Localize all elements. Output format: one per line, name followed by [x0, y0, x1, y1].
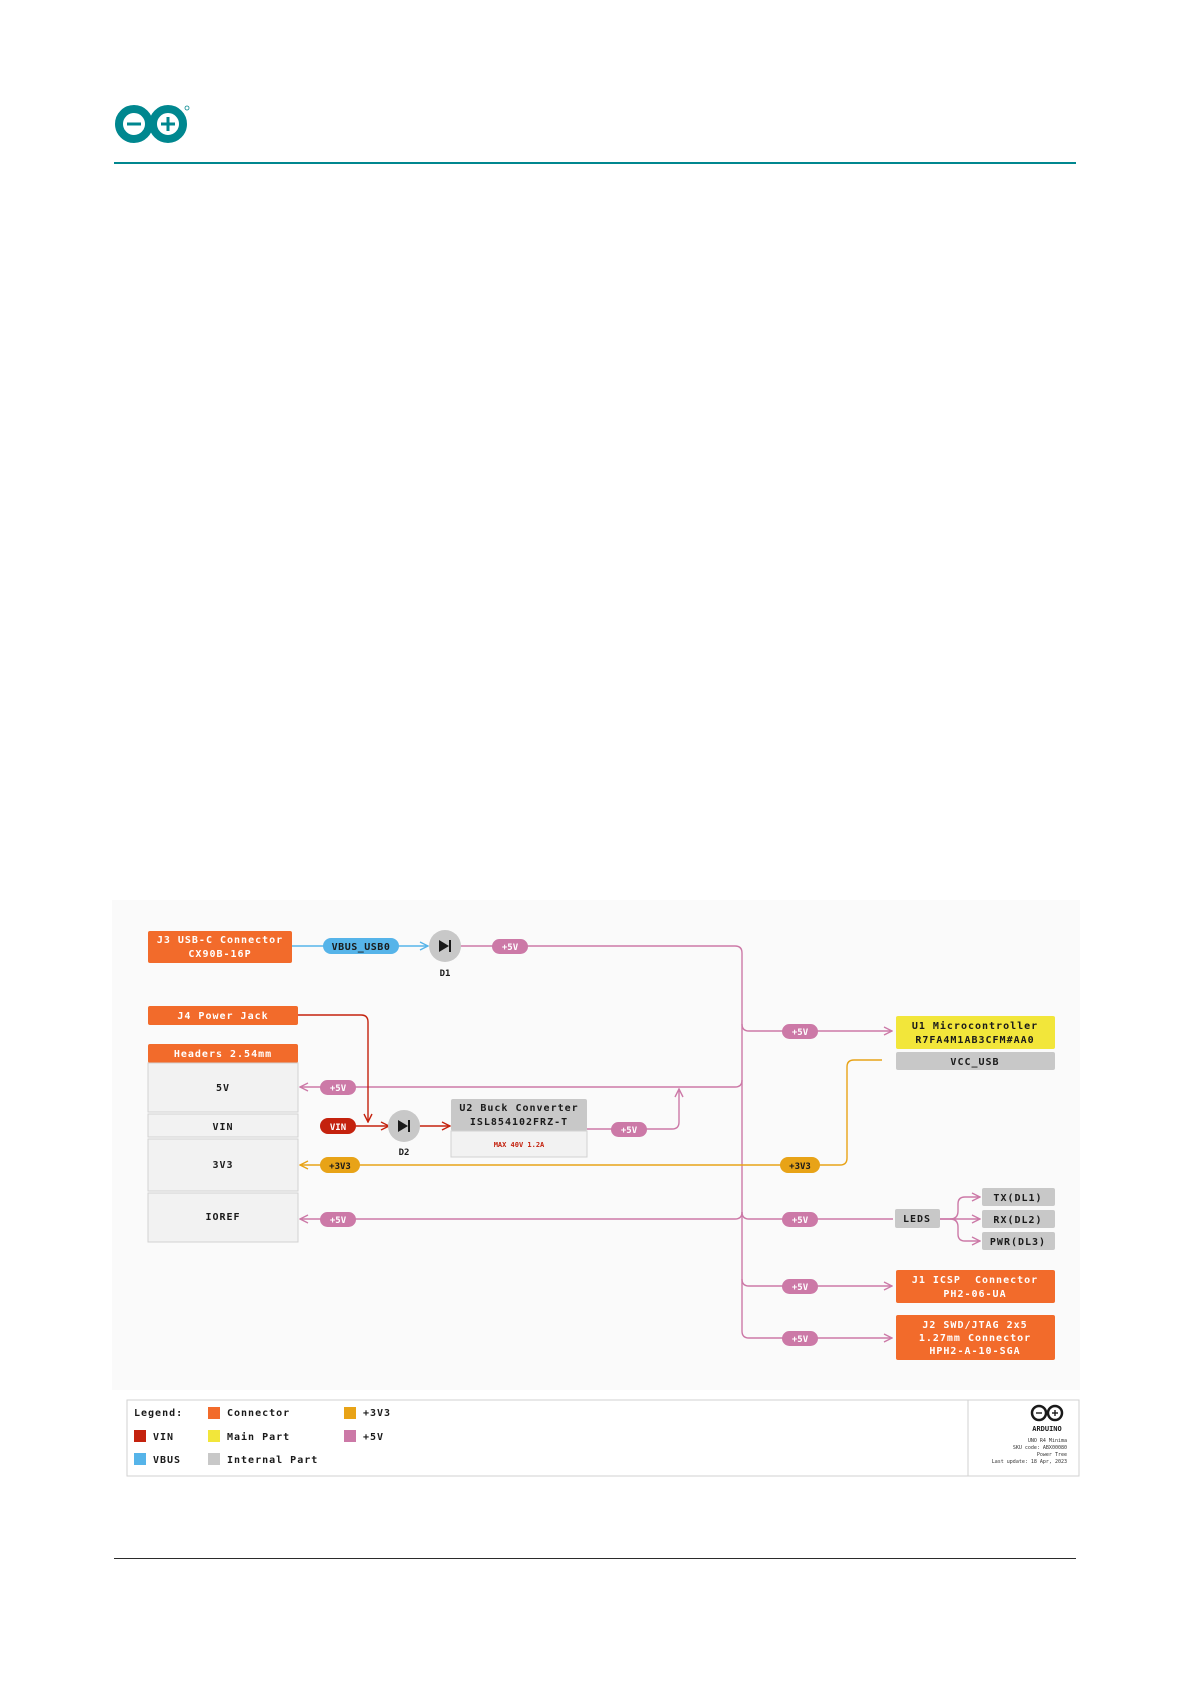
svg-text:+3V3: +3V3	[329, 1162, 351, 1172]
plus5v-tag-d1: +5V	[492, 939, 528, 954]
svg-text:J1 ICSP Connector: J1 ICSP Connector	[912, 1275, 1038, 1286]
led-tx: TX(DL1)	[982, 1188, 1055, 1206]
plus5v-u1-wire	[741, 1023, 892, 1031]
u2-label-line2: ISL854102FRZ-T	[470, 1117, 568, 1128]
svg-text:+3V3: +3V3	[789, 1162, 811, 1172]
plus5v-tag-ioref: +5V	[320, 1212, 356, 1227]
legend: Legend: Connector +3V3 VIN Main Part +5V…	[126, 1399, 1080, 1477]
legend-title: Legend:	[134, 1408, 183, 1419]
wires	[291, 946, 980, 1338]
plus5v-tag-header: +5V	[320, 1080, 356, 1095]
u2-buck-converter: U2 Buck Converter ISL854102FRZ-T MAX 40V…	[450, 1099, 588, 1158]
svg-text:RX(DL2): RX(DL2)	[993, 1215, 1042, 1226]
d1-label: D1	[440, 969, 451, 979]
j1-icsp-connector: J1 ICSP Connector PH2-06-UA	[896, 1270, 1055, 1303]
svg-text:PWR(DL3): PWR(DL3)	[990, 1237, 1046, 1248]
d2-diode-icon	[388, 1110, 420, 1142]
headers-block: Headers 2.54mm 5V VIN 3V3 IOREF	[147, 1044, 299, 1243]
plus5v-leds-wire	[741, 1211, 893, 1220]
plus5v-u2-wire	[587, 1089, 679, 1130]
svg-text:J2 SWD/JTAG 2x5: J2 SWD/JTAG 2x5	[922, 1320, 1027, 1331]
svg-text:VBUS: VBUS	[153, 1455, 181, 1466]
plus5v-tag-leds: +5V	[782, 1212, 818, 1227]
plus3v3-wire	[300, 1059, 882, 1165]
plus3v3-tag-right: +3V3	[780, 1157, 820, 1173]
info-block-logo-icon	[1030, 1404, 1064, 1422]
j2-swd-jtag-connector: J2 SWD/JTAG 2x5 1.27mm Connector HPH2-A-…	[896, 1315, 1055, 1360]
plus5v-tag-u2: +5V	[611, 1122, 647, 1137]
svg-text:TX(DL1): TX(DL1)	[993, 1193, 1042, 1204]
header-pin-ioref: IOREF	[205, 1212, 240, 1223]
j3-label-line2: CX90B-16P	[188, 949, 251, 960]
j3-label-line1: J3 USB-C Connector	[157, 935, 283, 946]
plus5v-j1-wire	[741, 1278, 892, 1286]
u1-label-line1: U1 Microcontroller	[912, 1020, 1038, 1032]
u1-vcc-usb: VCC_USB	[950, 1057, 999, 1068]
header-pin-vin: VIN	[212, 1122, 233, 1133]
svg-text:+5V: +5V	[502, 943, 519, 953]
leds-block: LEDS	[895, 1209, 940, 1228]
svg-text:J4 Power Jack: J4 Power Jack	[177, 1011, 268, 1022]
header-pin-5v: 5V	[216, 1083, 230, 1094]
svg-text:+5V: +5V	[792, 1335, 809, 1345]
plus5v-tag-j1: +5V	[782, 1279, 818, 1294]
plus5v-tag-u1: +5V	[782, 1024, 818, 1039]
svg-text:PH2-06-UA: PH2-06-UA	[943, 1289, 1006, 1300]
svg-text:VBUS_USB0: VBUS_USB0	[332, 942, 391, 953]
info-line-3: Power Tree	[1037, 1452, 1067, 1458]
svg-text:Connector: Connector	[227, 1408, 290, 1419]
info-line-1: UNO R4 Minima	[1028, 1438, 1067, 1444]
info-line-4: Last update: 18 Apr, 2023	[992, 1459, 1067, 1465]
svg-text:VIN: VIN	[153, 1432, 174, 1443]
info-line-2: SKU code: ABX00080	[1013, 1445, 1067, 1451]
svg-text:+5V: +5V	[621, 1126, 638, 1136]
u2-label-line1: U2 Buck Converter	[459, 1103, 578, 1114]
u1-microcontroller: U1 Microcontroller R7FA4M1AB3CFM#AA0 VCC…	[896, 1016, 1055, 1070]
u1-label-line2: R7FA4M1AB3CFM#AA0	[915, 1035, 1034, 1046]
svg-text:+3V3: +3V3	[363, 1408, 391, 1419]
svg-text:+5V: +5V	[792, 1216, 809, 1226]
d2-label: D2	[399, 1148, 410, 1158]
svg-text:+5V: +5V	[792, 1283, 809, 1293]
headers-title: Headers 2.54mm	[174, 1049, 272, 1060]
led-rx: RX(DL2)	[982, 1210, 1055, 1228]
info-brand: ARDUINO	[1032, 1425, 1062, 1433]
u2-rating: MAX 40V 1.2A	[494, 1141, 545, 1149]
svg-text:LEDS: LEDS	[903, 1214, 931, 1225]
led-pwr: PWR(DL3)	[982, 1232, 1055, 1250]
header-pin-3v3: 3V3	[212, 1160, 233, 1171]
j3-usbc-connector: J3 USB-C Connector CX90B-16P	[148, 931, 292, 963]
svg-text:+5V: +5V	[363, 1432, 384, 1443]
svg-text:1.27mm Connector: 1.27mm Connector	[919, 1333, 1031, 1344]
header-rule	[114, 162, 1076, 164]
svg-text:Internal Part: Internal Part	[227, 1455, 318, 1466]
arduino-logo-icon	[115, 105, 190, 143]
svg-text:HPH2-A-10-SGA: HPH2-A-10-SGA	[929, 1346, 1020, 1357]
svg-text:VIN: VIN	[330, 1123, 346, 1133]
svg-text:+5V: +5V	[792, 1028, 809, 1038]
plus5v-tag-j2: +5V	[782, 1331, 818, 1346]
plus3v3-tag-header: +3V3	[320, 1157, 360, 1173]
vin-tag: VIN	[320, 1118, 356, 1134]
j4-power-jack: J4 Power Jack	[148, 1006, 298, 1025]
svg-text:+5V: +5V	[330, 1084, 347, 1094]
d1-diode-icon	[429, 930, 461, 962]
plus5v-d1-wire	[460, 945, 750, 1339]
svg-text:Main Part: Main Part	[227, 1431, 290, 1443]
svg-text:+5V: +5V	[330, 1216, 347, 1226]
plus5v-header-wire	[300, 1079, 743, 1087]
footer-rule	[114, 1558, 1076, 1559]
vin-jack-wire	[297, 1014, 368, 1122]
vbus-usb0-tag: VBUS_USB0	[323, 938, 399, 954]
